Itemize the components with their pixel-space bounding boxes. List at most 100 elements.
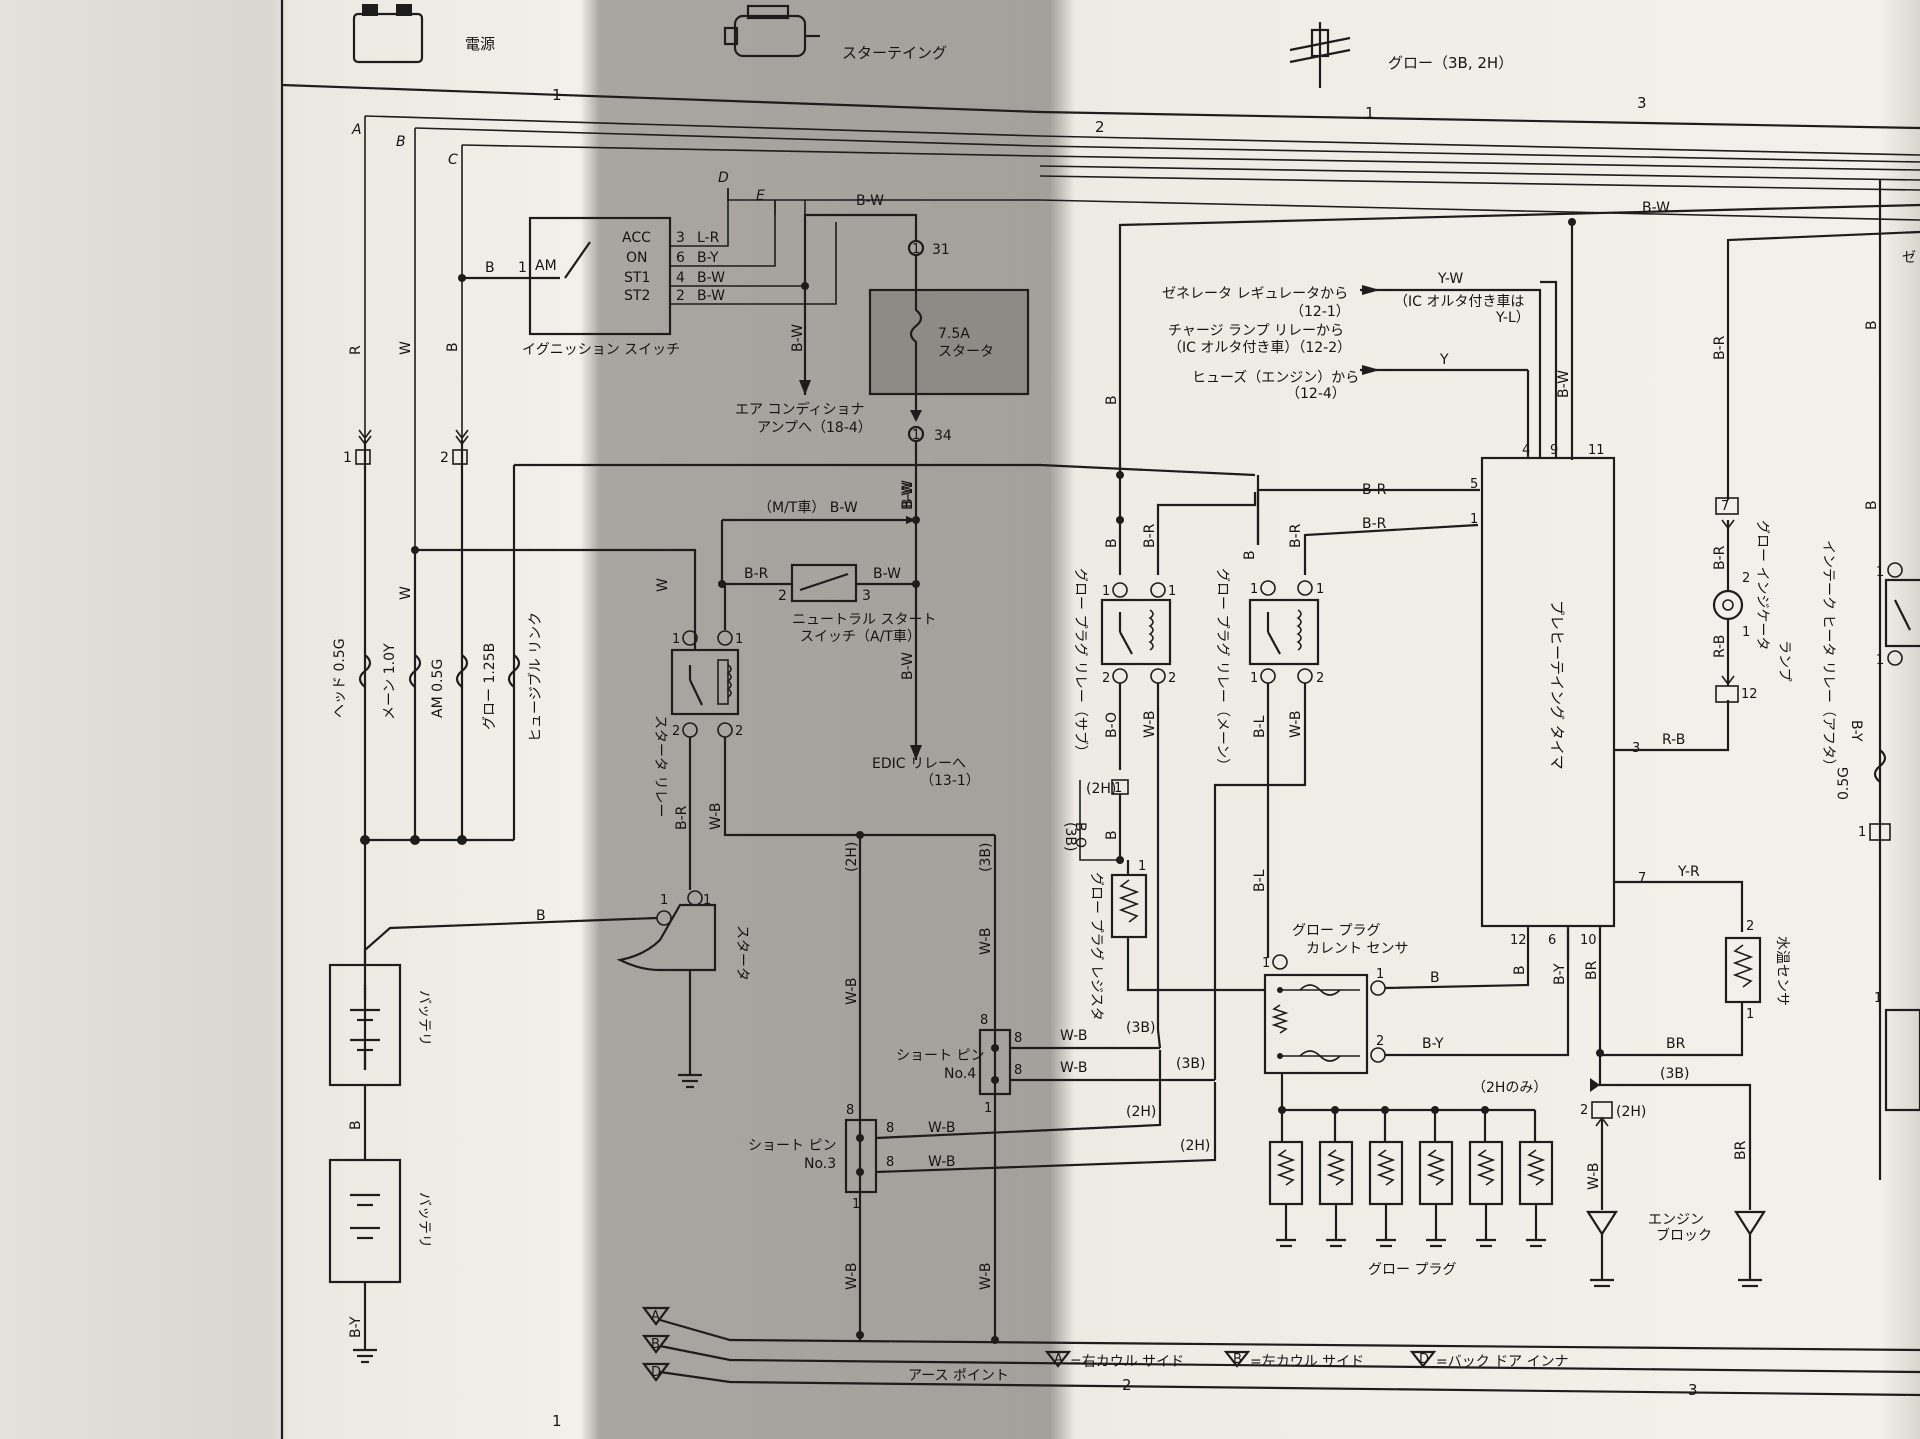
aircon-label: アンプへ（18-4） [757,420,872,436]
pin-label: 1 [1316,582,1324,597]
short-pin-no3-label: No.3 [804,1156,836,1172]
wire-label: B-O [1104,712,1120,738]
wire-label: B-Y [1848,720,1864,742]
connector-label: 2 [440,450,449,466]
ground-legend-d: =バック ドア インナ [1436,1354,1569,1370]
pin-label: 2 [1580,1103,1588,1118]
pin-label: 10 [1580,933,1597,948]
pin-label: 1 [852,1197,860,1212]
pin-label: 2 [1316,671,1324,686]
engine-block-label: エンジン [1648,1212,1704,1228]
input-note: Y-L） [1495,310,1530,326]
battery-icon [352,4,424,64]
wire-label: B-R [744,566,769,582]
column-3-label: 3 [1637,94,1647,112]
wire-label: B [445,342,461,352]
glow-plug-note: （2Hのみ） [1472,1080,1547,1096]
wire-label: B-Y [1422,1036,1444,1052]
column-2-label: 2 [1095,118,1105,136]
glow-relay-sub-label: グロー プラグ リレー（サブ） [1072,568,1089,759]
input-label: ヒューズ（エンジン）から [1192,370,1359,386]
connector-label: 1 [1858,825,1866,840]
connector-label: 34 [934,428,952,444]
pin-label: 1 [1746,1007,1754,1022]
intake-heater-relay-label: インテーク ヒータ リレー（アフタ） [1820,540,1836,773]
neutral-switch-label: スイッチ（A/T車） [800,628,921,645]
pin-label: 1 [1250,582,1258,597]
wire-label: Y-R [1677,864,1700,880]
glow-plug-1 [1268,1110,1304,1248]
glow-bus: B B B B-W B-W [1104,200,1920,575]
variant-label: (3B) [1660,1066,1689,1082]
batteries: B B-Y バッテリ バッテリ [328,963,432,1364]
input-label: ゼネレータ レギュレータから [1162,286,1348,302]
variant-label: (2H) [1126,1104,1156,1120]
wire-label: W [655,578,671,592]
current-sensor-label: カレント センサ [1306,941,1408,957]
pin-label: 11 [1588,443,1605,458]
pin-label: 8 [1014,1063,1022,1078]
pin-label: 1 [1376,967,1384,982]
glow-plugs-label: グロー プラグ [1368,1262,1456,1278]
ground-letter: A [651,1309,660,1324]
pin-label: 2 [1742,571,1750,586]
glow-plug-3 [1368,1110,1404,1248]
wire-label: B-R [1712,335,1728,360]
glow-plug-4 [1418,1110,1454,1248]
glow-relay-main-label: グロー プラグ リレー（メーン） [1214,568,1230,772]
pin-label: 1 [672,632,680,647]
connector-label: 1 [912,242,920,257]
pin-label: 2 [1102,671,1110,686]
pin-label: 1 [1114,781,1122,796]
wire-label: B-W [697,270,725,286]
pin-label: 1 [660,893,668,908]
fuse-rating: 7.5A [938,326,970,342]
fusible-am-label: AM 0.5G [430,659,446,718]
pin-label: 1 [1168,584,1176,599]
trunk-label-a: A [351,122,362,138]
cut-off-label: ゼ [1902,250,1916,266]
fusible-link-label: ヒュージブル リンク [527,612,544,742]
engine-ground: (3B) BR 2 (2H) W-B エンジン ブロック [1580,1055,1767,1288]
trunk-label-e: E [756,188,765,204]
starter-motor-icon [723,4,820,58]
wire-label: B [536,908,546,924]
column-3-label: 3 [1688,1381,1698,1399]
wire-label: BR [1666,1036,1686,1052]
wire-label: B [1104,395,1120,405]
pin-label: 8 [886,1155,894,1170]
wire-label: W-B [1142,711,1158,738]
wire-label: B [1512,965,1528,975]
water-temp-sensor: 2 1 BR 水温センサ [1600,919,1790,1057]
ignition-st2-label: ST2 [624,288,650,304]
pin-label: 1 [1262,956,1270,971]
input-note: （IC オルタ付き車は [1394,293,1524,310]
pin-label: 1 [1876,565,1884,580]
glow-plug-icon [1289,22,1351,88]
pin-label: 6 [676,250,685,266]
ground-b-icon: B [641,1334,671,1354]
fusible-main-label: メーン 1.0Y [382,643,398,720]
wire-label: B-L [1252,715,1268,738]
ground-letter: A [1054,1352,1063,1367]
wire-label: B [1430,970,1440,986]
ground-legend-a: =右カウル サイド [1070,1354,1184,1370]
trunk-label-d: D [718,170,729,186]
glow-plug-5 [1468,1110,1504,1248]
pin-label: 5 [1470,477,1478,492]
pin-label: 3 [676,230,685,246]
wire-label: B-R [1362,482,1387,498]
starter-fuse: B-W 1 31 7.5A スタータ 1 34 B-W [803,193,1030,760]
wire-label: W-B [1060,1060,1087,1076]
neutral-switch-label: ニュートラル スタート [792,612,936,628]
glow-resistor-label: グロー プラグ レジスタ [1088,872,1104,1021]
wire-label: Y [1439,352,1449,368]
fusible-glow-label: グロー 1.25B [482,643,498,730]
wire-label: W-B [1288,711,1304,738]
wire-label: R-B [1712,635,1728,658]
wire-label: B-W [900,482,916,510]
variant-label: (3B) [1126,1020,1155,1036]
connector-label: 1 [343,450,352,466]
pin-label: 2 [735,724,743,739]
